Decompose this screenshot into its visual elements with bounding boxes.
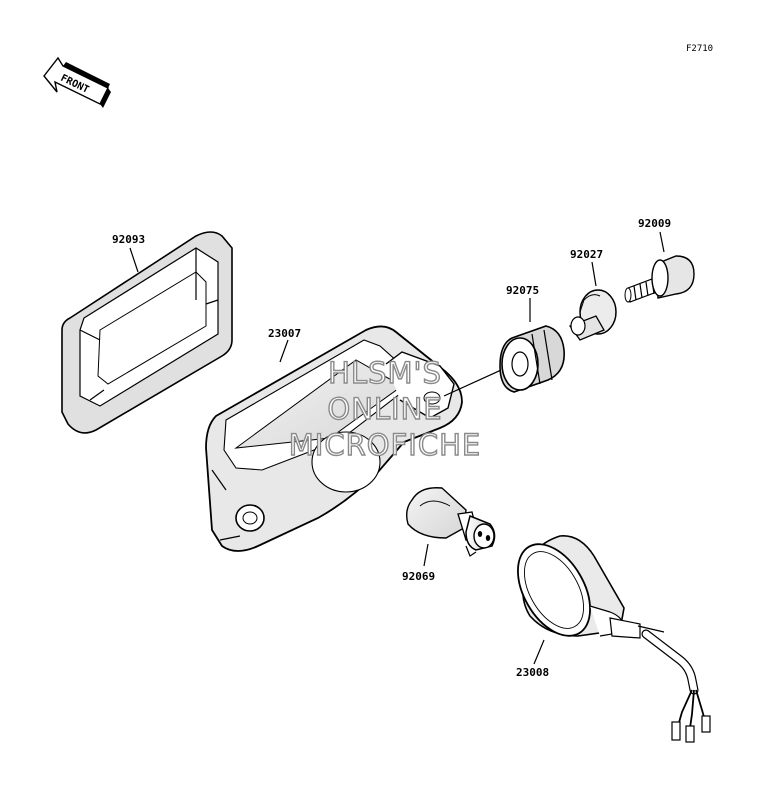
part-92027-collar xyxy=(568,289,617,341)
part-92009-screw xyxy=(624,255,695,303)
part-23008-socket-cover-harness xyxy=(517,535,711,743)
watermark-line-1: HLSM'S xyxy=(328,356,442,390)
part-92069-bulb xyxy=(405,487,496,557)
leader-92009 xyxy=(659,231,665,253)
part-92093-gasket xyxy=(61,231,233,434)
watermark-line-2: ONLINE xyxy=(327,392,442,426)
diagram-reference-code: F2710 xyxy=(686,44,713,54)
leader-92093 xyxy=(129,247,139,273)
part-label-23008: 23008 xyxy=(516,666,549,679)
part-label-92009: 92009 xyxy=(638,217,671,230)
part-label-92075: 92075 xyxy=(506,284,539,297)
leader-23007 xyxy=(279,339,289,363)
leader-92069 xyxy=(423,543,429,567)
part-label-23007: 23007 xyxy=(268,327,301,340)
part-23007-lamp-housing xyxy=(205,325,463,552)
part-label-92027: 92027 xyxy=(570,248,603,261)
part-label-92069: 92069 xyxy=(402,570,435,583)
front-direction-arrow: FRONT xyxy=(43,56,111,108)
leader-23008 xyxy=(533,639,545,665)
leader-92027 xyxy=(591,261,597,287)
part-label-92093: 92093 xyxy=(112,233,145,246)
watermark: HLSM'S ONLINE MICROFICHE xyxy=(288,355,481,462)
assembly-line-housing-grommet xyxy=(443,365,511,397)
part-92075-grommet xyxy=(499,325,565,393)
watermark-line-3: MICROFICHE xyxy=(289,428,481,462)
